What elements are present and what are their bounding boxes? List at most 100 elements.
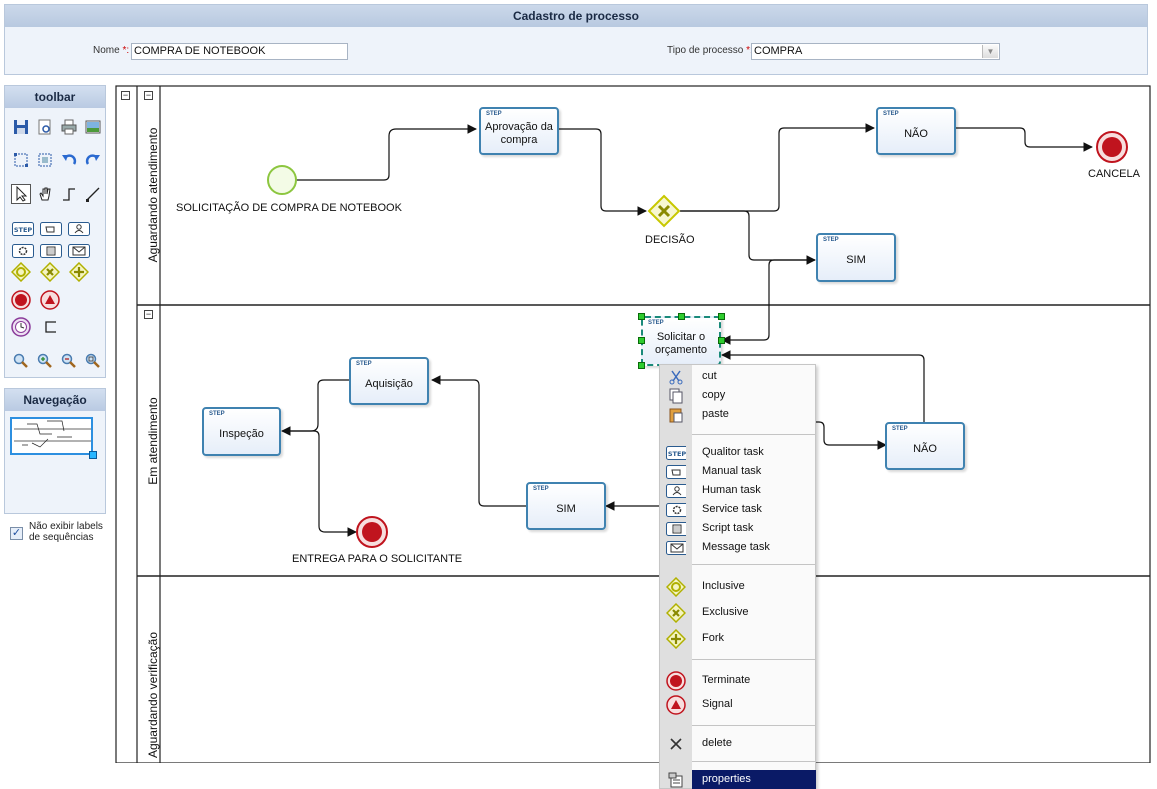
print-preview-icon[interactable]	[35, 117, 55, 137]
menu-item-service-task[interactable]: Service task	[660, 500, 816, 519]
chevron-down-icon[interactable]: ▼	[982, 45, 998, 58]
manual-task-icon[interactable]	[39, 219, 63, 239]
select-group-icon[interactable]	[35, 150, 55, 170]
name-label-text: Nome	[93, 45, 120, 56]
task-inspecao[interactable]: STEP Inspeção	[202, 407, 281, 456]
navigation-minimap[interactable]	[10, 417, 97, 459]
menu-item-cut[interactable]: cut	[660, 367, 816, 386]
task-solicitar-selected[interactable]: STEP Solicitar o orçamento	[641, 316, 721, 366]
process-diagram[interactable]: − − − Aguardando atendimento Em atendime…	[114, 82, 1152, 763]
menu-item-label: Script task	[702, 522, 754, 534]
resize-handle[interactable]	[718, 337, 725, 344]
delete-icon	[666, 735, 686, 752]
menu-item-manual-task[interactable]: Manual task	[660, 462, 816, 481]
context-menu: cut copy paste STEP Qualitor task Manual…	[659, 364, 816, 789]
resize-handle[interactable]	[638, 362, 645, 369]
pool-border	[115, 85, 1151, 763]
zoom-out-icon[interactable]	[59, 351, 79, 371]
menu-item-signal[interactable]: Signal	[660, 694, 816, 715]
resize-handle[interactable]	[638, 313, 645, 320]
pointer-icon[interactable]	[11, 184, 31, 204]
select-all-icon[interactable]	[11, 150, 31, 170]
zoom-fit-icon[interactable]	[83, 351, 103, 371]
task-aquisicao[interactable]: STEP Aquisição	[349, 357, 429, 405]
menu-item-exclusive[interactable]: Exclusive	[660, 602, 816, 623]
menu-item-label: Terminate	[702, 674, 751, 686]
lane-collapse-button[interactable]: −	[144, 309, 153, 319]
image-icon[interactable]	[83, 117, 103, 137]
connector-straight-icon[interactable]	[83, 184, 103, 204]
process-type-select[interactable]: COMPRA ▼	[751, 43, 1000, 60]
menu-separator	[692, 564, 815, 565]
decision-label: DECISÃO	[645, 234, 695, 246]
menu-item-label: Exclusive	[702, 606, 749, 618]
task-sim-top[interactable]: STEP SIM	[816, 233, 896, 282]
signal-event-icon[interactable]	[40, 290, 60, 310]
step-tag: STEP	[356, 361, 372, 367]
message-task-icon[interactable]	[67, 241, 91, 261]
lane-collapse-button[interactable]: −	[144, 90, 153, 100]
menu-item-qualitor-task[interactable]: STEP Qualitor task	[660, 443, 816, 462]
hide-labels-option: ✓ Não exibir labels de sequências	[10, 521, 109, 543]
terminate-event-icon	[362, 522, 382, 542]
name-input[interactable]: COMPRA DE NOTEBOOK	[131, 43, 348, 60]
undo-icon[interactable]	[59, 150, 79, 170]
menu-item-script-task[interactable]: Script task	[660, 519, 816, 538]
menu-item-inclusive[interactable]: Inclusive	[660, 576, 816, 597]
task-aprovacao[interactable]: STEP Aprovação da compra	[479, 107, 559, 155]
hide-labels-checkbox[interactable]: ✓	[10, 527, 23, 540]
inclusive-gateway-icon[interactable]	[11, 262, 31, 282]
flow-sim-to-aquisicao	[431, 375, 526, 507]
process-type-value: COMPRA	[754, 45, 803, 57]
terminate-event-icon[interactable]	[11, 290, 31, 310]
annotation-icon[interactable]	[40, 317, 60, 337]
minimap-preview	[14, 420, 91, 448]
menu-item-message-task[interactable]: Message task	[660, 538, 816, 557]
task-nao-top[interactable]: STEP NÃO	[876, 107, 956, 155]
minimap-resize-handle[interactable]	[89, 451, 97, 459]
menu-item-fork[interactable]: Fork	[660, 628, 816, 649]
svg-text:STEP: STEP	[14, 226, 33, 234]
menu-item-delete[interactable]: delete	[660, 734, 816, 753]
menu-item-human-task[interactable]: Human task	[660, 481, 816, 500]
qualitor-step-icon[interactable]: STEP	[11, 219, 35, 239]
fork-gateway-icon[interactable]	[69, 262, 89, 282]
lane-label: Aguardando verificação	[146, 631, 160, 759]
inclusive-gateway-icon	[666, 576, 686, 597]
menu-item-label: Message task	[702, 541, 770, 553]
menu-item-label: Manual task	[702, 465, 762, 477]
resize-handle[interactable]	[718, 313, 725, 320]
human-task-icon[interactable]	[67, 219, 91, 239]
connector-elbow-icon[interactable]	[59, 184, 79, 204]
zoom-in-icon[interactable]	[11, 351, 31, 371]
timer-event-icon[interactable]	[11, 317, 31, 337]
menu-item-terminate[interactable]: Terminate	[660, 670, 816, 691]
task-nao-mid[interactable]: STEP NÃO	[885, 422, 965, 470]
print-icon[interactable]	[59, 117, 79, 137]
script-task-icon[interactable]	[39, 241, 63, 261]
exclusive-gateway-icon[interactable]	[40, 262, 60, 282]
required-mark: *:	[746, 45, 753, 56]
service-task-icon	[666, 501, 686, 518]
save-icon[interactable]	[11, 117, 31, 137]
pool-collapse-button[interactable]: −	[121, 90, 130, 100]
copy-icon	[666, 387, 686, 404]
flow-inspecao-to-entrega	[284, 430, 357, 537]
task-label: NÃO	[904, 127, 928, 140]
resize-handle[interactable]	[678, 313, 685, 320]
navigation-panel: Navegação	[4, 388, 106, 514]
task-sim-mid[interactable]: STEP SIM	[526, 482, 606, 530]
redo-icon[interactable]	[83, 150, 103, 170]
flow-decisao-to-nao	[680, 123, 875, 212]
hand-icon[interactable]	[35, 184, 55, 204]
zoom-plus-icon[interactable]	[35, 351, 55, 371]
exclusive-gateway-icon	[666, 602, 686, 623]
menu-item-properties[interactable]: properties	[692, 770, 816, 789]
menu-item-paste[interactable]: paste	[660, 405, 816, 424]
service-task-icon[interactable]	[11, 241, 35, 261]
resize-handle[interactable]	[638, 337, 645, 344]
menu-item-label: Inclusive	[702, 580, 745, 592]
step-tag: STEP	[823, 237, 839, 243]
menu-item-copy[interactable]: copy	[660, 386, 816, 405]
delivery-label: ENTREGA PARA O SOLICITANTE	[292, 553, 463, 565]
